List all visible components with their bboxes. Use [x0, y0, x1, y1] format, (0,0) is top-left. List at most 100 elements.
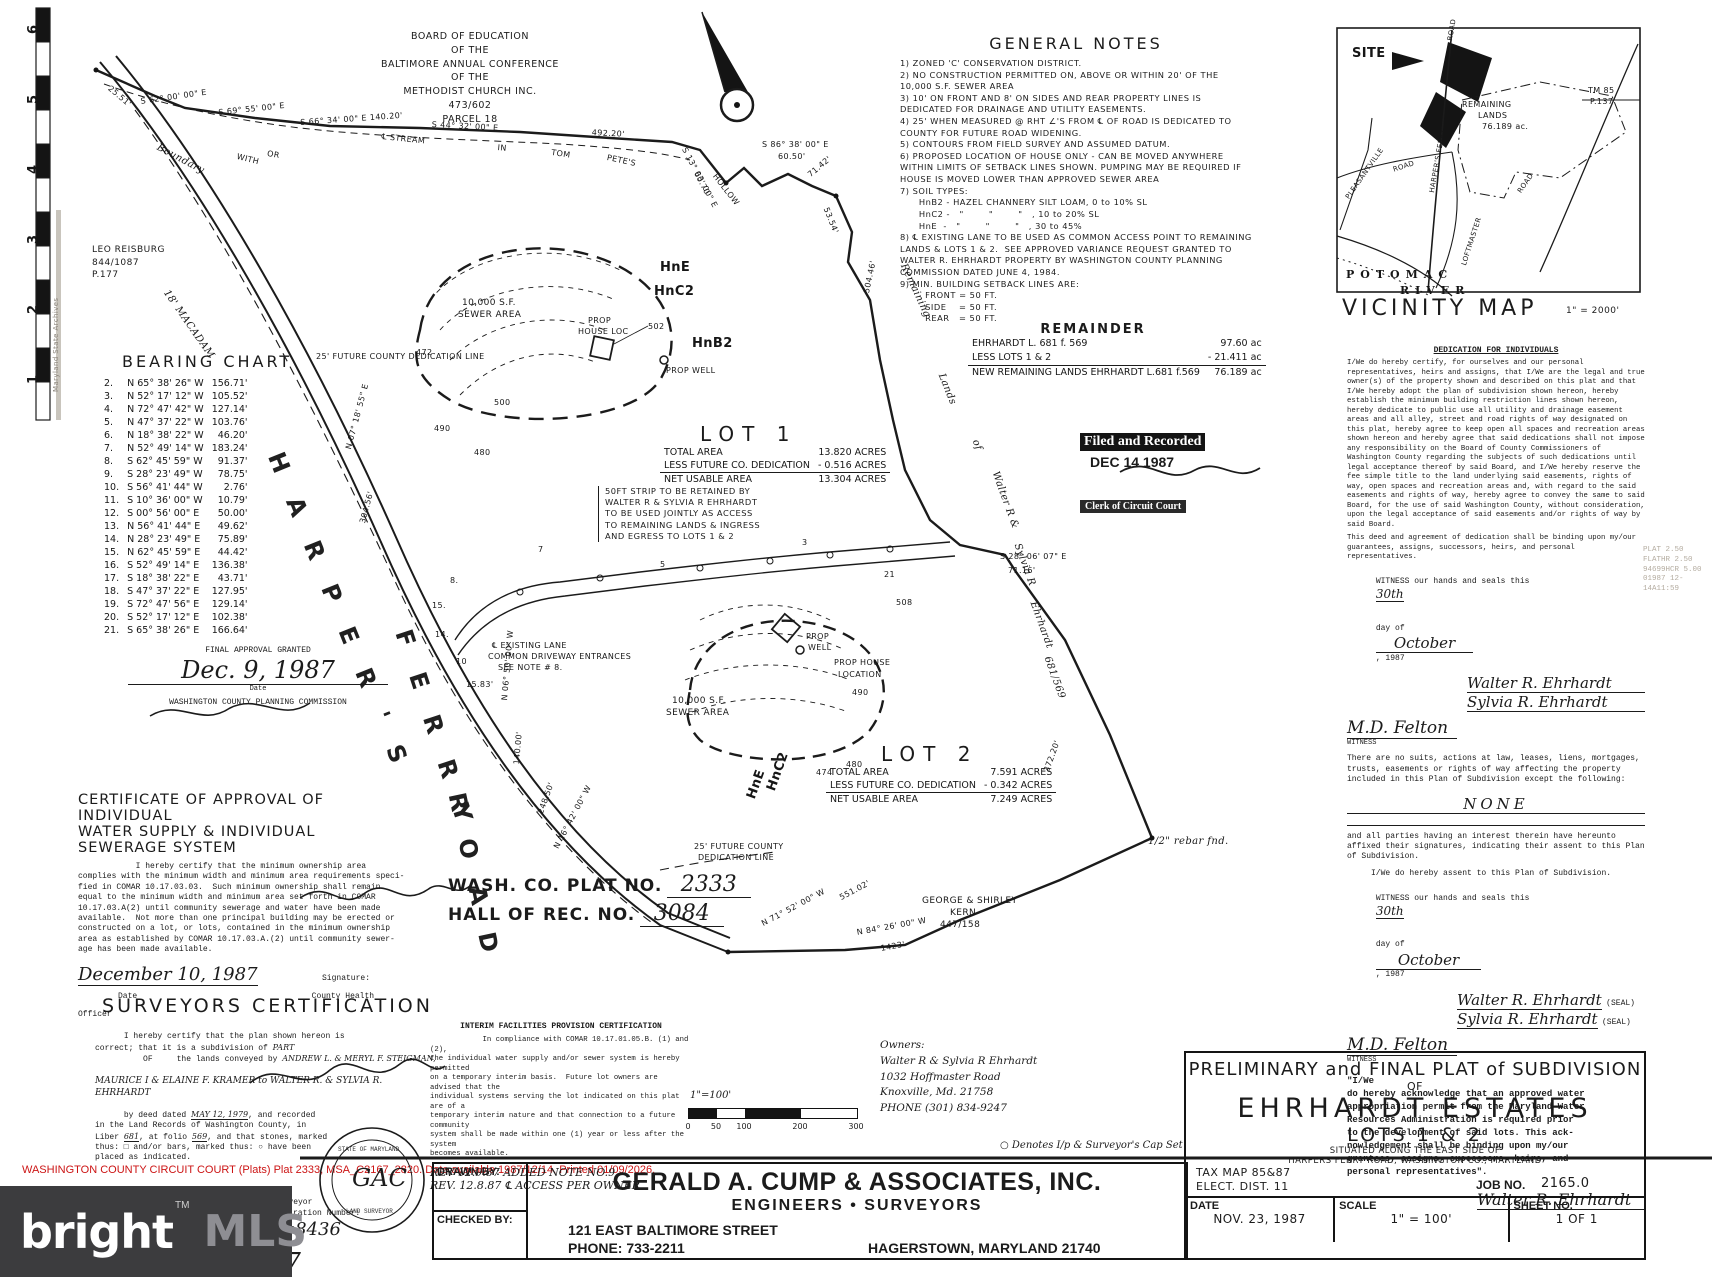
drawing-label: S 86° 38' 00" E: [762, 140, 829, 149]
job-no-value: 2165.0: [1541, 1176, 1590, 1191]
witness-label-2: WITNESS: [1347, 1056, 1377, 1065]
general-note: 4) 25' WHEN MEASURED @ RHT ∠'S FROM ℄ OF…: [900, 116, 1235, 138]
drawing-label: 4: [26, 164, 41, 174]
general-note: 8) ℄ EXISTING LANE TO BE USED AS COMMON …: [900, 232, 1256, 277]
scale-tick-label: 200: [792, 1122, 808, 1131]
plat-title-line2: OF: [1407, 1080, 1423, 1093]
sheet-label: SHEET NO.: [1513, 1200, 1573, 1212]
blank-rule: [1347, 824, 1645, 826]
planning-commission-label: WASHINGTON COUNTY PLANNING COMMISSION: [169, 698, 347, 708]
bearing-chart-title: BEARING CHART: [122, 352, 293, 371]
drawing-label: 15.: [432, 601, 446, 610]
drawing-label: P.137: [1590, 97, 1614, 106]
drawing-label: 18' MACADAM: [160, 288, 217, 361]
bright-logo-text: bright: [20, 1204, 174, 1259]
water-ack-signature: Walter R. Ehrhardt: [1477, 1190, 1645, 1210]
seal-label-1: (SEAL): [1606, 999, 1635, 1009]
drawing-label: TOM: [550, 148, 572, 160]
drawing-label: 502: [648, 322, 665, 331]
drawing-label: SEWER AREA: [458, 310, 522, 320]
drawing-label: 71.16': [1008, 566, 1036, 575]
table-row: LESS FUTURE CO. DEDICATION- 0.516 ACRES: [660, 459, 891, 473]
drawing-label: SEWER AREA: [666, 708, 730, 718]
drawing-label: SEE NOTE # 8.: [498, 663, 563, 672]
mls-logo-text: MLS: [203, 1206, 308, 1257]
rec-no-value: 3084: [639, 901, 724, 927]
filed-recorded-stamp: Filed and Recorded DEC 14 1987 Clerk of …: [1080, 432, 1270, 514]
drawing-label: LOCATION: [838, 670, 882, 679]
final-approval-label: FINAL APPROVAL GRANTED: [205, 646, 311, 655]
scale-cell-label: SCALE: [1339, 1200, 1377, 1212]
checked-by-cell: CHECKED BY:: [437, 1214, 513, 1226]
subdivision-name: EHRHARDT ESTATES: [1237, 1093, 1593, 1124]
seal-label-2: (SEAL): [1602, 1018, 1631, 1028]
final-approval-block: FINAL APPROVAL GRANTED Dec. 9, 1987 Date…: [128, 646, 388, 709]
witness-label: WITNESS: [1347, 739, 1377, 748]
table-row: LESS FUTURE CO. DEDICATION- 0.342 ACRES: [826, 779, 1057, 793]
drawing-label: 447/158: [940, 920, 981, 930]
drawing-label: 3: [802, 538, 808, 547]
drawing-label: N 16° 42' 00" W: [552, 783, 594, 851]
scale-bar-segment: [689, 1109, 717, 1118]
cert-hand: 569: [191, 1131, 208, 1142]
drawing-label: Lands: [935, 372, 959, 407]
water-acknowledgement: "I/We do hereby acknowledge that an appr…: [1347, 1076, 1585, 1178]
drawing-label: ROAD: [1446, 18, 1458, 42]
drawing-label: PROP HOUSE: [834, 658, 891, 667]
drawing-label: 10: [456, 657, 467, 666]
drawing-label: 1/2" rebar fnd.: [1148, 836, 1229, 847]
sheet-value: 1 OF 1: [1555, 1212, 1598, 1226]
recorder-receipt-stamp: PLAT 2.50 FLATHR 2.50 94699HCR 5.00 0198…: [1643, 546, 1702, 593]
drawing-label: GEORGE & SHIRLEY: [922, 896, 1018, 906]
witness-signature: M.D. Felton: [1347, 718, 1457, 740]
drawing-label: 53.54': [821, 206, 841, 235]
drawing-label: DEDICATION LINE: [698, 853, 775, 862]
witness-day-value: 30th: [1375, 587, 1404, 603]
certificate-title-1: CERTIFICATE OF APPROVAL OF INDIVIDUAL: [78, 792, 324, 824]
filed-stamp-line1: Filed and Recorded: [1080, 433, 1206, 451]
lot1-title: LOT 1: [700, 422, 798, 446]
date-label: DATE: [1190, 1200, 1220, 1212]
interim-certification-block: INTERIM FACILITIES PROVISION CERTIFICATI…: [430, 1022, 692, 1192]
witness-signature-2: M.D. Felton: [1347, 1035, 1457, 1057]
drawing-label: of: [969, 438, 984, 452]
company-name: GERALD A. CUMP & ASSOCIATES, INC.: [612, 1168, 1102, 1196]
drawing-label: COMMON DRIVEWAY ENTRANCES: [488, 652, 632, 661]
drawing-label: 248.50': [536, 780, 556, 816]
lots-line: LOTS 1 & 2: [1347, 1124, 1483, 1146]
drawing-label: 551.02': [838, 878, 872, 902]
plat-no-label: WASH. CO. PLAT NO.: [448, 876, 663, 896]
drawing-label: Sylvia R: [1011, 542, 1038, 588]
drawing-label: Walter R &: [989, 470, 1021, 531]
drawing-label: 8.: [450, 576, 459, 585]
cert-text: , and that stones, marked thus: □ and/or…: [95, 1132, 328, 1163]
drawing-label: HnE: [660, 260, 691, 275]
drawing-label: S 28° 06' 07" E: [1000, 552, 1067, 561]
day-of-label: day of: [1375, 623, 1405, 633]
final-approval-date: Dec. 9, 1987: [128, 656, 388, 686]
registration-number: #8436: [280, 1219, 341, 1241]
drawing-label: 474: [816, 768, 833, 777]
company-phone: PHONE: 733-2211: [568, 1240, 685, 1256]
certificate-date-label: Date: [118, 991, 138, 1001]
general-notes-title: GENERAL NOTES: [989, 34, 1163, 53]
drawing-label: PETE'S: [606, 153, 637, 168]
general-note: 7) SOIL TYPES:: [900, 185, 969, 196]
drawing-label: Boundary: [154, 142, 207, 177]
scale-bar-segment: [717, 1109, 745, 1118]
owners-block: Owners: Walter R & Sylvia R Ehrhardt 103…: [880, 1039, 1038, 1114]
table-row: NEW REMAINING LANDS EHRHARDT L.681 f.569…: [972, 367, 1262, 378]
drawing-label: HnC2: [764, 750, 792, 794]
main-title-block: PRELIMINARY and FINAL PLAT of SUBDIVISIO…: [1184, 1051, 1646, 1260]
